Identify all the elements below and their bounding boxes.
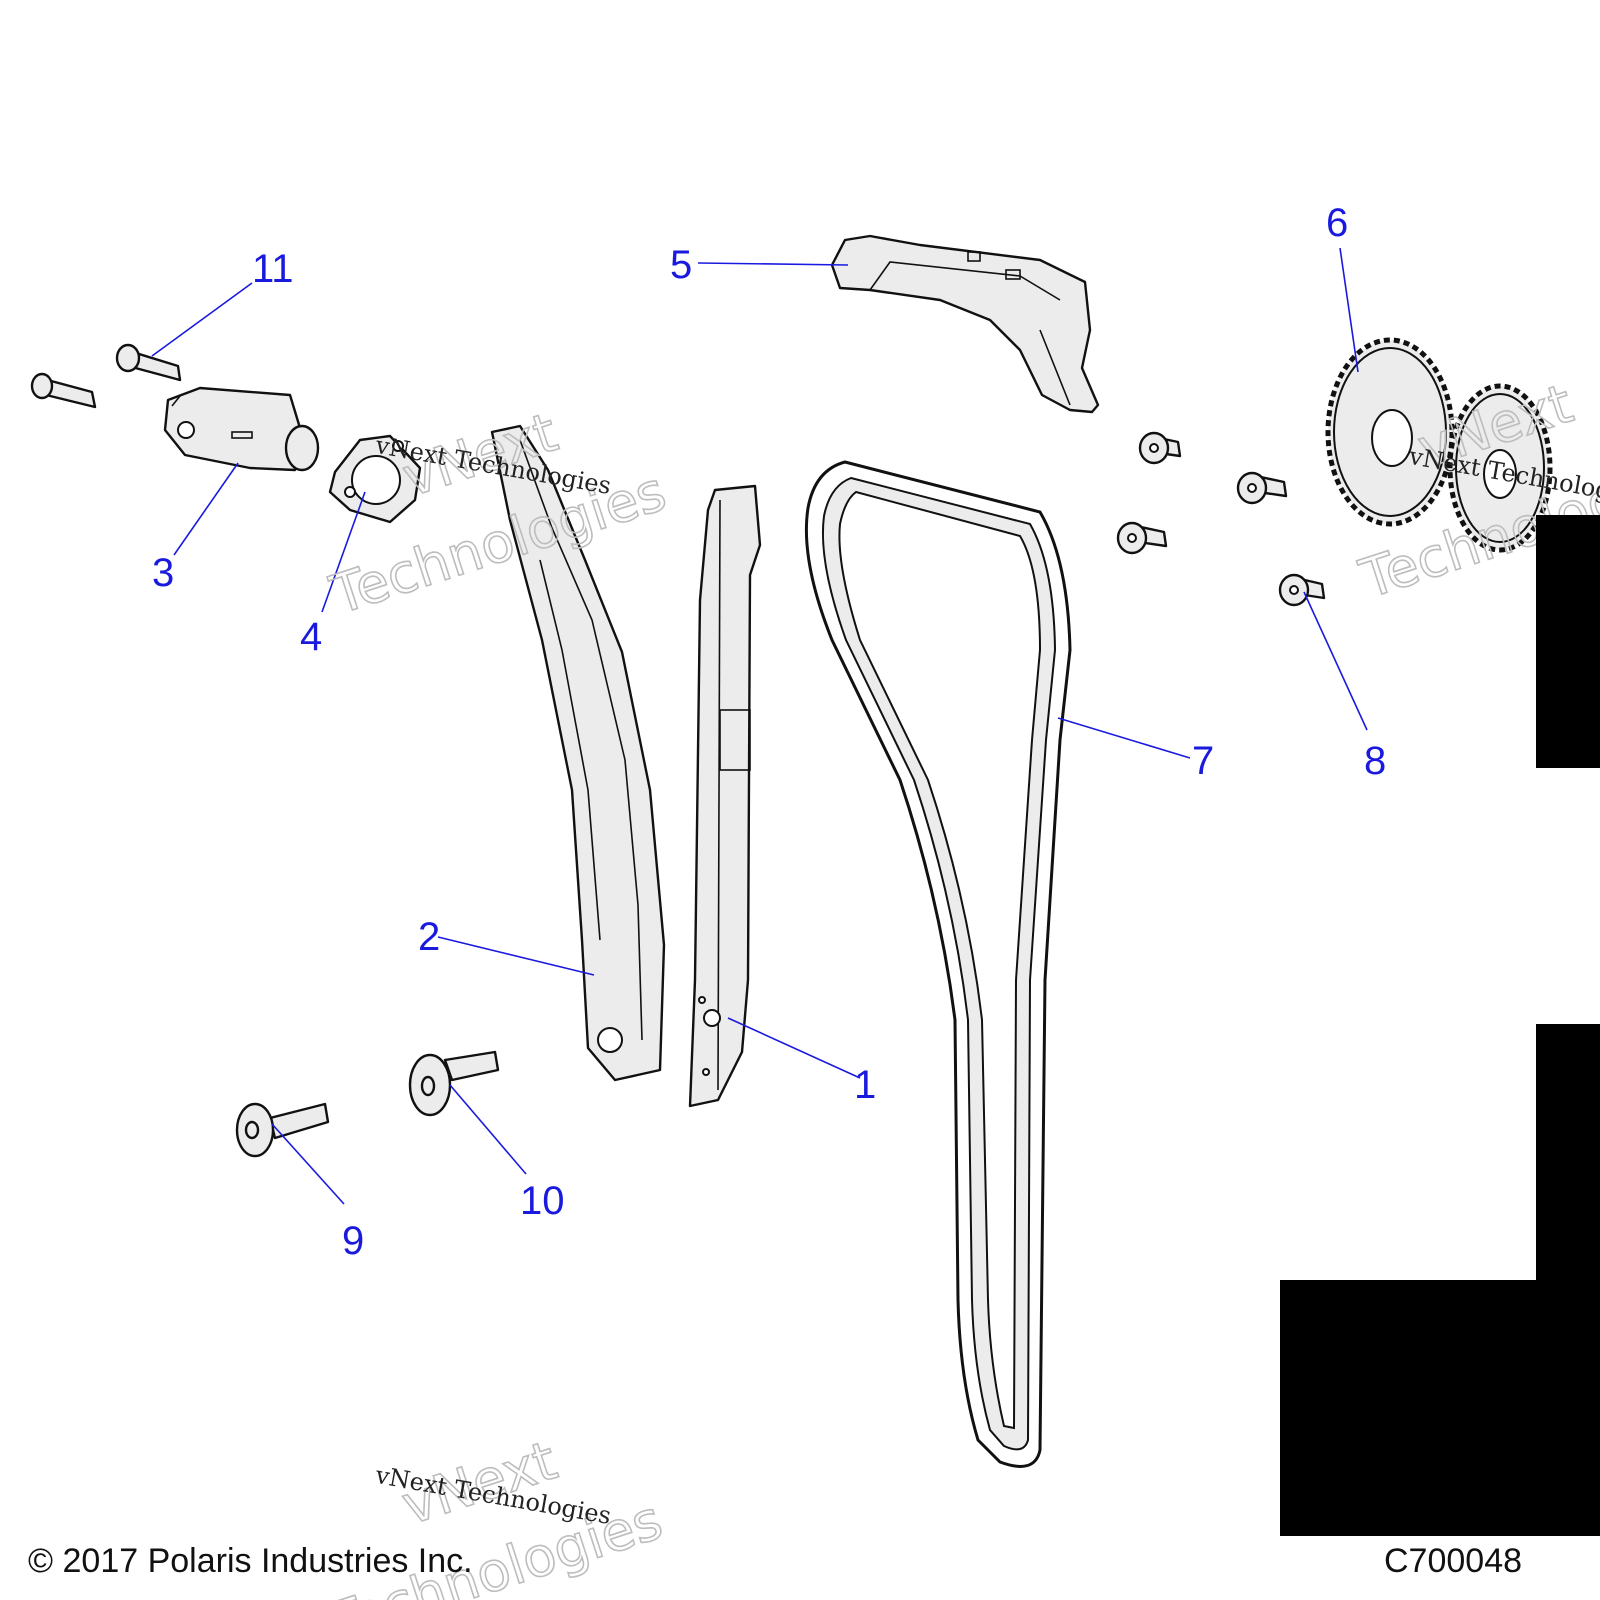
tensioner-gasket (328, 434, 422, 524)
callout-8: 8 (1364, 739, 1386, 783)
redaction-blocks (1280, 515, 1600, 1536)
callout-2: 2 (418, 915, 440, 959)
callout-4: 4 (300, 615, 322, 659)
chain-tensioner (163, 386, 320, 472)
guide-pivot-bolt-lower (235, 1102, 330, 1158)
cam-chain (804, 460, 1072, 1468)
callout-11: 11 (252, 247, 294, 291)
leader-8 (1303, 591, 1368, 731)
callout-numbers: 1 2 3 4 5 6 7 8 9 10 11 (152, 201, 1386, 1263)
leader-7 (1057, 717, 1191, 759)
tensioner-bolt-right (115, 343, 182, 382)
tensioner-bolt-left (30, 372, 97, 409)
redaction-block-bottom (1280, 1280, 1600, 1536)
leader-6 (1339, 247, 1359, 373)
leader-1 (727, 1017, 861, 1079)
fixed-chain-guide (688, 484, 762, 1108)
callout-7: 7 (1192, 739, 1214, 783)
callout-9: 9 (342, 1219, 364, 1263)
callout-1: 1 (854, 1063, 876, 1107)
callout-3: 3 (152, 551, 174, 595)
leader-11 (151, 282, 253, 357)
sprocket-bolt-2 (1236, 471, 1288, 505)
sprocket-bolt-4 (1278, 573, 1326, 607)
tensioner-chain-guide (490, 424, 666, 1082)
redaction-block-upper (1536, 515, 1600, 768)
cam-sprocket-front (1325, 337, 1455, 527)
leader-9 (271, 1123, 345, 1205)
sprocket-bolt-1 (1138, 431, 1182, 465)
cam-sprocket-rear (1447, 383, 1553, 553)
figure-code: C700048 (1384, 1542, 1522, 1580)
callout-6: 6 (1326, 201, 1348, 245)
leader-4 (321, 491, 366, 613)
redaction-block-lower (1536, 1024, 1600, 1280)
callout-10: 10 (520, 1179, 565, 1223)
leader-2 (437, 936, 595, 976)
callout-5: 5 (670, 243, 692, 287)
leader-3 (173, 462, 239, 556)
guide-pivot-bolt-upper (408, 1050, 500, 1117)
upper-chain-guide (830, 234, 1100, 414)
leader-10 (449, 1084, 527, 1175)
leader-lines (151, 247, 1368, 1205)
leader-5 (697, 262, 849, 266)
sprocket-bolt-3 (1116, 521, 1168, 555)
copyright-text: © 2017 Polaris Industries Inc. (28, 1542, 473, 1580)
